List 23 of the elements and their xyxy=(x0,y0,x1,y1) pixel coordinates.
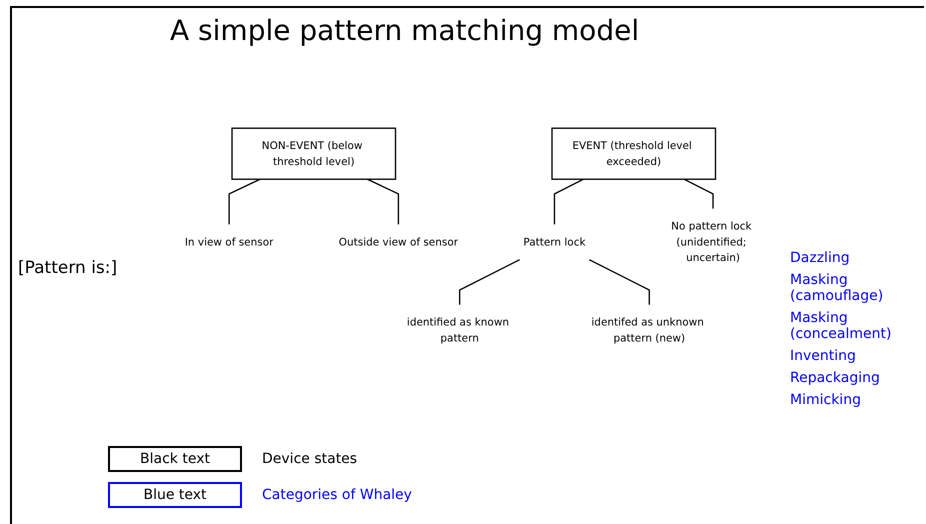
connector xyxy=(684,178,714,209)
node-box xyxy=(551,128,716,180)
node-text: identified as known pattern xyxy=(406,316,510,344)
category-label: Masking (concealment) xyxy=(790,310,892,342)
node-text: Pattern lock xyxy=(523,235,586,248)
category-label: Mimicking xyxy=(790,392,862,408)
legend-text: Categories of Whaley xyxy=(262,487,412,503)
connector xyxy=(589,259,650,305)
category-label: Repackaging xyxy=(790,370,881,386)
node-box xyxy=(231,128,396,180)
legend-text: Device states xyxy=(262,451,358,467)
node-text: identifed as unknown pattern (new) xyxy=(591,316,704,344)
node-text: No pattern lock (unidentified; uncertain) xyxy=(671,220,752,264)
section-label: [Pattern is:] xyxy=(18,258,118,278)
category-label: Masking (camouflage) xyxy=(790,272,884,304)
diagram-title: A simple pattern matching model xyxy=(170,14,640,47)
connector xyxy=(459,259,520,305)
category-label: Dazzling xyxy=(790,250,851,266)
node-text: In view of sensor xyxy=(184,235,274,248)
legend-sample: Blue text xyxy=(108,482,242,508)
category-label: Inventing xyxy=(790,348,857,364)
node-text: Outside view of sensor xyxy=(338,235,458,248)
legend-sample: Black text xyxy=(108,446,242,472)
